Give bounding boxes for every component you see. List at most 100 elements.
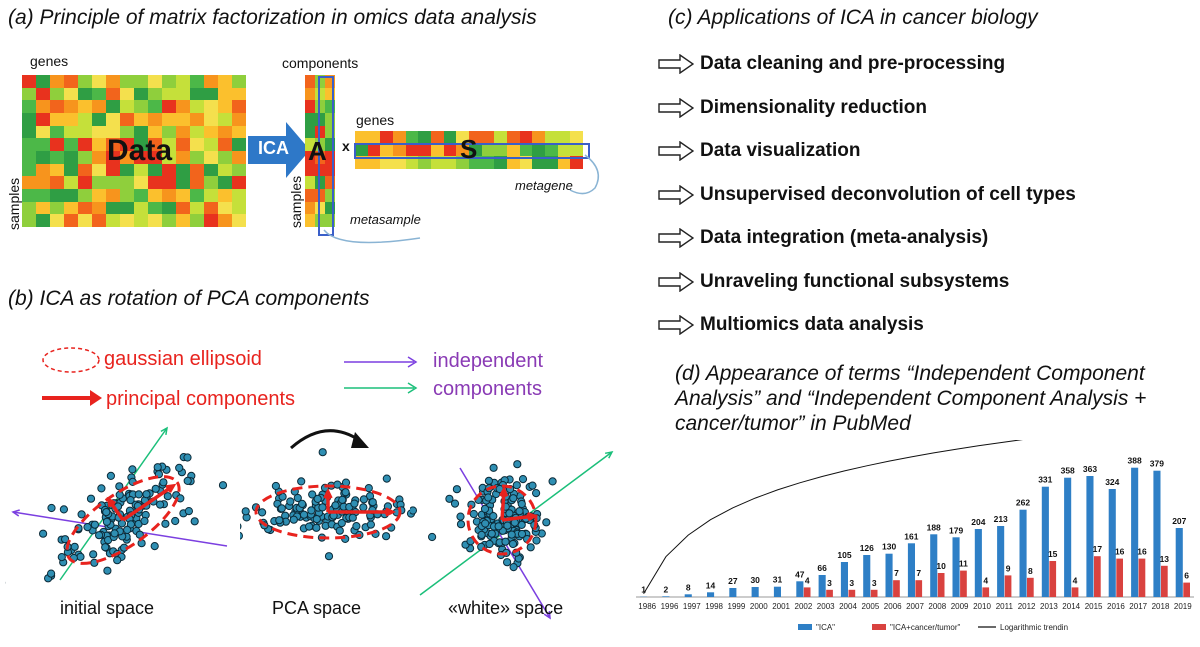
scatter-point: [97, 484, 106, 493]
heatmap-cell: [218, 100, 232, 113]
heatmap-cell: [22, 113, 36, 126]
data-label-ica: 204: [971, 517, 985, 527]
scatter-point: [350, 499, 359, 508]
bar-ica: [1108, 489, 1116, 597]
scatter-point: [183, 476, 192, 486]
scatter-point: [171, 516, 180, 526]
heatmap-cell: [106, 113, 120, 126]
heatmap-cell: [148, 100, 162, 113]
heatmap-cell: [134, 163, 148, 177]
heatmap-cell: [78, 113, 92, 126]
bar-ica-cancer: [1138, 558, 1146, 597]
metasample-label: metasample: [350, 212, 421, 227]
scatter-point: [480, 504, 490, 514]
scatter-point: [90, 520, 100, 529]
heatmap-cell: [315, 125, 325, 139]
heatmap-cell: [50, 201, 64, 215]
scatter-point: [150, 542, 159, 551]
heatmap-cell: [92, 100, 106, 113]
heatmap-cell: [557, 131, 571, 144]
application-item: Data cleaning and pre-processing: [658, 50, 1005, 78]
heatmap-cell: [106, 75, 120, 88]
bar-ica: [930, 534, 938, 597]
heatmap-cell: [557, 143, 571, 157]
legend-swatch-ica-cancer: [872, 624, 886, 630]
bar-ica: [1153, 470, 1161, 597]
heatmap-cell: [325, 138, 335, 151]
scatter-point: [137, 539, 146, 548]
heatmap-cell: [36, 87, 50, 101]
heatmap-cell: [305, 113, 315, 126]
heatmap-cell: [148, 163, 162, 177]
data-label-ica: 179: [949, 525, 963, 535]
scatter-point: [241, 507, 250, 516]
bar-ica-cancer: [982, 587, 990, 597]
principal-component-axis-head: [526, 512, 538, 522]
scatter-point: [140, 516, 149, 526]
heatmap-cell: [325, 113, 335, 126]
x-tick-label: 2019: [1174, 602, 1192, 611]
bar-ica: [974, 529, 982, 597]
heatmap-cell: [134, 138, 148, 151]
data-label-ica-cancer: 8: [1028, 566, 1033, 576]
heatmap-cell: [494, 131, 507, 144]
x-tick-label: 2011: [996, 602, 1014, 611]
data-label-ica-cancer: 3: [849, 578, 854, 588]
data-label-ica: 161: [904, 531, 918, 541]
scatter-point: [509, 563, 518, 572]
data-label-ica: 363: [1083, 464, 1097, 474]
heatmap-cell: [218, 163, 232, 177]
bar-ica: [684, 594, 692, 597]
scatter-point: [509, 494, 518, 503]
heatmap-cell: [232, 125, 246, 139]
heatmap-cell: [204, 100, 218, 113]
heatmap-cell: [405, 143, 419, 157]
heatmap-cell: [315, 87, 325, 101]
scatter-point: [532, 489, 541, 498]
x-tick-label: 2010: [973, 602, 991, 611]
scatter-point: [532, 536, 541, 545]
heatmap-cell: [315, 151, 325, 164]
heatmap-cell: [22, 163, 36, 177]
scatter-point: [312, 515, 321, 524]
scatter-point: [382, 532, 391, 541]
heatmap-cell: [190, 125, 204, 139]
heatmap-cell: [190, 176, 204, 189]
heatmap-cell: [162, 201, 176, 215]
ica-arrow: [248, 122, 310, 178]
data-label-ica: 8: [686, 582, 691, 592]
heatmap-cell: [176, 87, 190, 101]
legend-label-trend: Logarithmic trendin: [1000, 623, 1068, 632]
heatmap-cell: [22, 151, 36, 164]
data-label-ica: 324: [1105, 477, 1119, 487]
heatmap-cell: [418, 131, 431, 144]
heatmap-cell: [134, 100, 148, 113]
components-label: components: [282, 55, 359, 71]
heatmap-cell: [456, 143, 469, 157]
heatmap-cell: [64, 87, 78, 101]
scatter-point: [494, 522, 503, 531]
scatter-point: [258, 508, 267, 517]
heatmap-cell: [218, 125, 232, 139]
heatmap-cell: [134, 151, 148, 164]
scatter-point: [335, 526, 344, 535]
heatmap-cell: [204, 113, 218, 126]
scatter-point: [151, 484, 160, 493]
x-tick-label: 2009: [951, 602, 969, 611]
heatmap-cell: [380, 156, 393, 169]
heatmap-cell: [443, 143, 457, 157]
heatmap-cell: [148, 151, 162, 164]
heatmap-cell: [443, 156, 457, 169]
heatmap-cell: [22, 100, 36, 113]
heatmap-cell: [92, 201, 106, 215]
data-label-ica: 130: [882, 542, 896, 552]
heatmap-cell: [325, 75, 335, 88]
scatter-point: [142, 490, 151, 499]
heatmap-cell: [106, 100, 120, 113]
x-tick-label: 1996: [661, 602, 679, 611]
heatmap-cell: [148, 201, 162, 215]
heatmap-cell: [204, 125, 218, 139]
heatmap-cell: [120, 75, 134, 88]
heatmap-cell: [355, 143, 368, 157]
annotation-curves: [323, 154, 600, 244]
